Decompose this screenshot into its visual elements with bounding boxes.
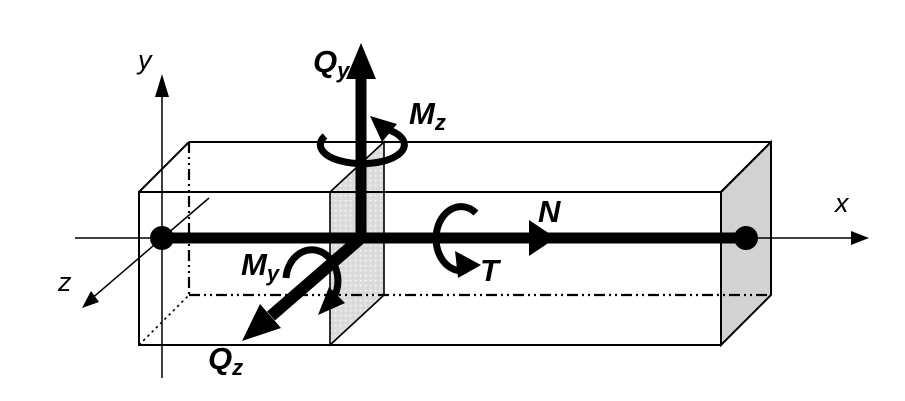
moment-z-arrowhead bbox=[370, 116, 397, 142]
normal-force-arrow bbox=[162, 220, 746, 256]
torsion-arrowhead bbox=[455, 251, 481, 278]
moment-y-arrow bbox=[282, 246, 345, 315]
right-centroid-dot bbox=[734, 226, 758, 250]
left-centroid-dot bbox=[150, 226, 174, 250]
x-axis-arrowhead bbox=[851, 231, 869, 245]
moment-y-arrowhead bbox=[318, 287, 345, 315]
label-torsion-moment: T bbox=[480, 253, 499, 288]
y-axis-label: y bbox=[138, 45, 152, 75]
shear-force-y-arrowhead bbox=[346, 43, 376, 79]
z-axis bbox=[82, 197, 210, 308]
shear-force-y-arrow bbox=[346, 43, 376, 238]
beam-outline bbox=[138, 141, 772, 346]
z-axis-arrowhead bbox=[82, 291, 99, 308]
label-shear-force-y: Qy bbox=[313, 44, 350, 83]
label-shear-force-z: Qz bbox=[208, 341, 244, 380]
beam-hidden-edges bbox=[138, 142, 771, 346]
torsion-moment-arrow bbox=[432, 203, 481, 278]
shear-force-z-arrowhead bbox=[242, 304, 281, 341]
shear-force-z-arrow bbox=[242, 233, 365, 341]
y-axis-arrowhead bbox=[155, 74, 169, 97]
normal-force-arrowhead bbox=[529, 220, 556, 256]
x-axis-label: x bbox=[835, 188, 849, 218]
z-axis-label: z bbox=[58, 267, 72, 297]
label-normal-force: N bbox=[538, 194, 561, 229]
label-moment-y: My bbox=[241, 247, 280, 286]
moment-z-arrow bbox=[316, 116, 408, 168]
label-moment-z: Mz bbox=[409, 96, 446, 135]
